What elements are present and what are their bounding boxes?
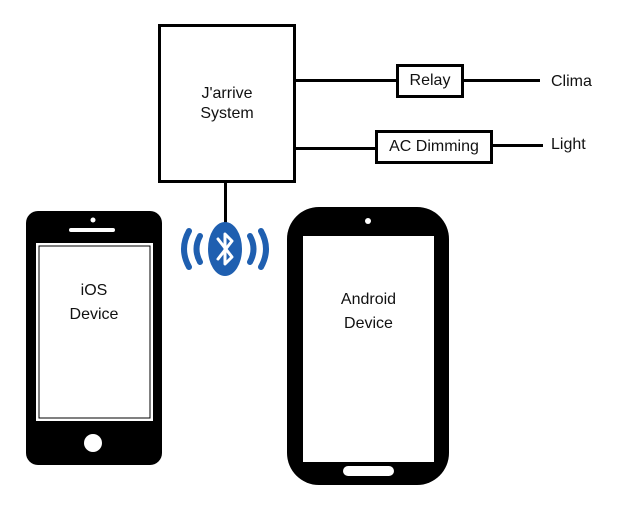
- relay-label: Relay: [409, 72, 451, 89]
- relay-box: Relay: [396, 64, 464, 98]
- connector-system-dimming: [294, 147, 375, 150]
- connector-system-relay: [294, 79, 396, 82]
- ac-dimming-label: AC Dimming: [389, 138, 479, 155]
- clima-label: Clima: [551, 73, 592, 90]
- ac-dimming-box: AC Dimming: [375, 130, 493, 164]
- connector-system-bluetooth: [224, 182, 227, 224]
- jarrive-system-box: J'arrive System: [158, 24, 296, 183]
- connector-dimming-light: [492, 144, 543, 147]
- android-device-label: Android Device: [340, 291, 397, 332]
- bluetooth-icon: [181, 222, 269, 276]
- android-device-phone: [287, 207, 449, 485]
- connector-relay-clima: [463, 79, 540, 82]
- jarrive-system-label: J'arrive System: [200, 84, 254, 122]
- ios-device-phone: [26, 211, 162, 465]
- light-label: Light: [551, 136, 586, 153]
- ios-device-label: iOS Device: [69, 282, 119, 323]
